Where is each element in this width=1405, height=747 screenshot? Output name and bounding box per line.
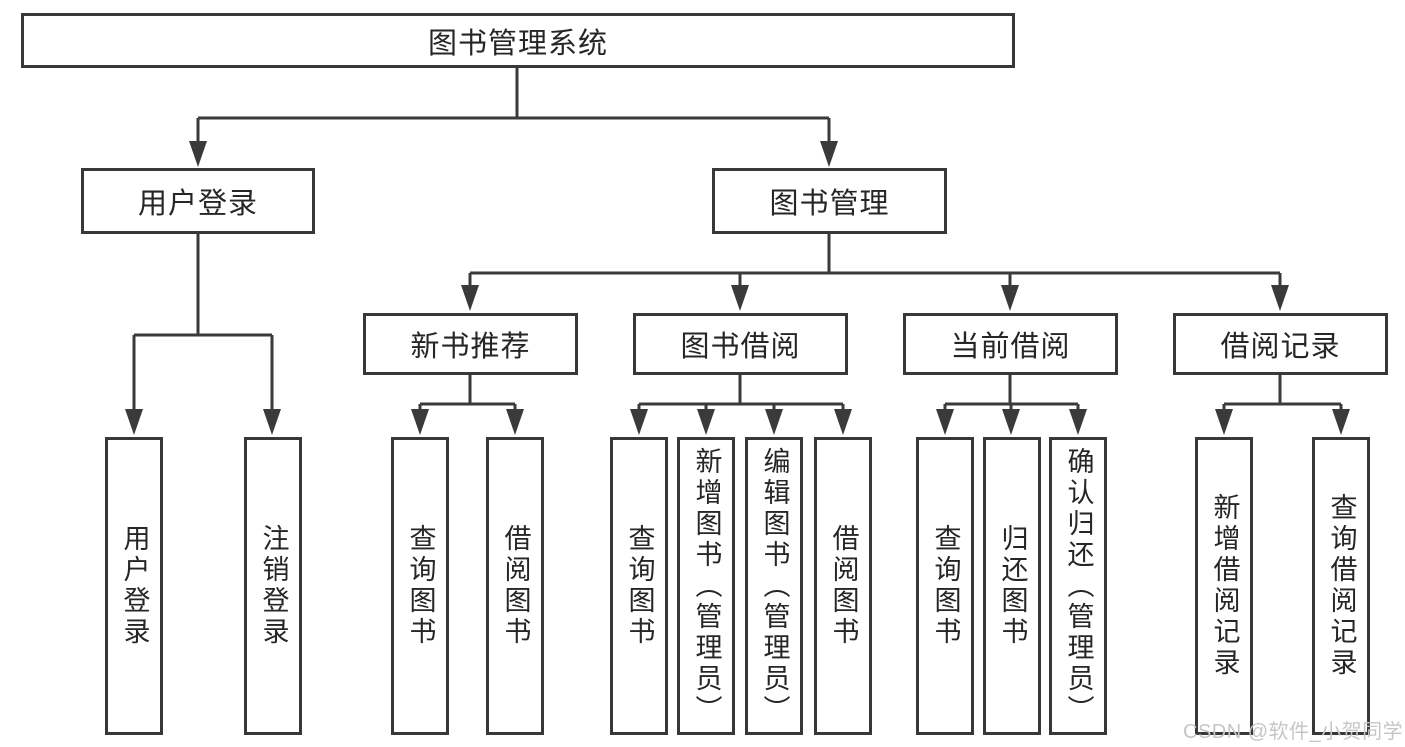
node-label: 借阅记录: [1220, 331, 1341, 363]
node-user-login: 用户登录: [81, 168, 315, 234]
node-label: 查询图书: [405, 524, 436, 648]
leaf-query-borrow-record: 查询借阅记录: [1312, 437, 1370, 735]
node-label: 新增借阅记录: [1209, 493, 1240, 679]
node-label: 图书管理: [769, 188, 890, 220]
node-label: 注销登录: [258, 524, 289, 648]
node-label: 编辑图书（管理员）: [759, 446, 790, 726]
leaf-confirm-return-admin: 确认归还（管理员）: [1049, 437, 1107, 735]
node-label: 新书推荐: [410, 331, 531, 363]
node-label: 确认归还（管理员）: [1063, 446, 1094, 726]
node-label: 图书借阅: [680, 331, 801, 363]
node-label: 查询图书: [930, 524, 961, 648]
node-label: 图书管理系统: [427, 27, 608, 60]
node-label: 用户登录: [137, 188, 258, 220]
leaf-borrow-books-recommend: 借阅图书: [486, 437, 544, 735]
csdn-watermark: CSDN @软件_小贺同学: [1183, 721, 1404, 743]
node-label: 用户登录: [119, 524, 150, 648]
node-book-borrowing: 图书借阅: [633, 313, 848, 375]
node-label: 借阅图书: [828, 524, 859, 648]
node-book-management: 图书管理: [712, 168, 947, 234]
node-new-book-recommend: 新书推荐: [363, 313, 578, 375]
leaf-add-books-admin: 新增图书（管理员）: [677, 437, 735, 735]
arrowheads: [125, 141, 1350, 435]
leaf-return-books: 归还图书: [983, 437, 1041, 735]
leaf-edit-books-admin: 编辑图书（管理员）: [745, 437, 803, 735]
node-label: 查询借阅记录: [1326, 493, 1357, 679]
node-label: 当前借阅: [950, 331, 1071, 363]
leaf-query-books-current: 查询图书: [916, 437, 974, 735]
leaf-logout: 注销登录: [244, 437, 302, 735]
leaf-query-books-borrowing: 查询图书: [610, 437, 668, 735]
node-label: 借阅图书: [500, 524, 531, 648]
node-current-borrowing: 当前借阅: [903, 313, 1118, 375]
leaf-add-borrow-record: 新增借阅记录: [1195, 437, 1253, 735]
leaf-user-login: 用户登录: [105, 437, 163, 735]
node-label: 归还图书: [997, 524, 1028, 648]
leaf-query-books-recommend: 查询图书: [391, 437, 449, 735]
node-root-library-system: 图书管理系统: [21, 13, 1015, 68]
leaf-borrow-books-borrowing: 借阅图书: [814, 437, 872, 735]
node-borrowing-records: 借阅记录: [1173, 313, 1388, 375]
node-label: 新增图书（管理员）: [691, 446, 722, 726]
node-label: 查询图书: [624, 524, 655, 648]
